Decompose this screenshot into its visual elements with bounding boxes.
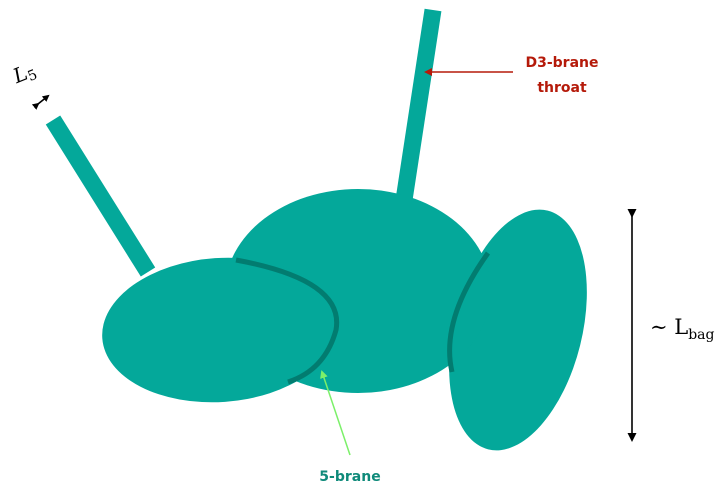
d3-label-line1: D3-brane xyxy=(525,55,598,71)
lbag-label: ∼ Lbag xyxy=(650,315,715,343)
lbag-sub: bag xyxy=(688,327,714,343)
left-throat-tube xyxy=(53,120,148,272)
d3-throat-tube xyxy=(404,10,433,200)
l5-double-arrow xyxy=(38,96,48,104)
d3-label-line2: throat xyxy=(537,80,587,96)
l5-label: L5 xyxy=(9,57,40,90)
lbag-main: ∼ L xyxy=(650,315,688,339)
brane5-label: 5-brane xyxy=(319,469,380,485)
